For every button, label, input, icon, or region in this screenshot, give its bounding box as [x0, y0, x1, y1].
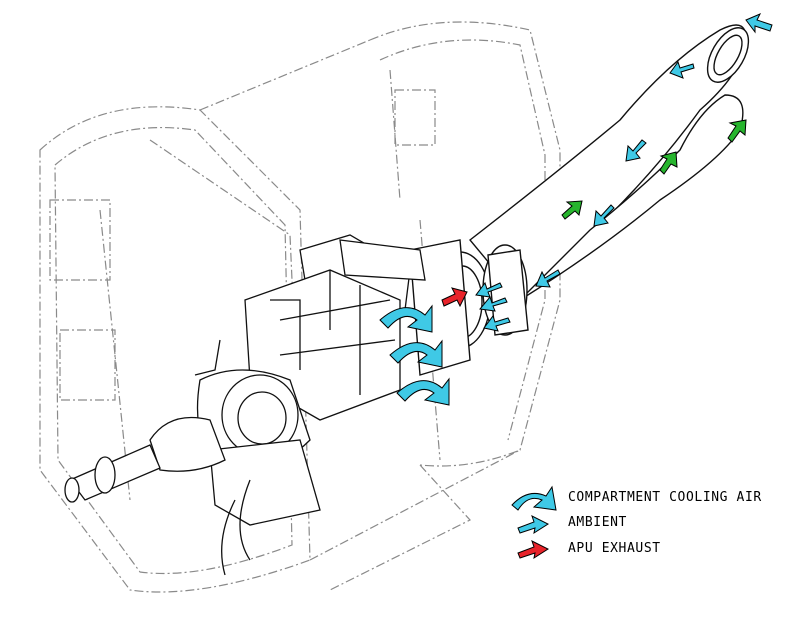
apu-engine: [64, 234, 426, 576]
shaft-coupling: [94, 456, 116, 494]
cooling-air-arrow-3: [396, 377, 450, 406]
access-panel-1: [49, 199, 111, 281]
lower-longeron: [309, 449, 521, 561]
engine-rib-3: [270, 299, 301, 370]
upper-longeron: [199, 39, 371, 111]
legend-cooling-air-icon: [511, 485, 557, 511]
legend: [511, 485, 557, 560]
inflow-arrow-3: [561, 200, 583, 220]
floor-edge: [329, 464, 471, 591]
exhaust-duct: [409, 24, 750, 376]
inflow-arrow-2: [659, 151, 678, 175]
frame-strut-1: [99, 209, 131, 501]
exhaust-arrow: [441, 287, 468, 308]
frame-strut-2: [389, 69, 401, 201]
frame-rail: [279, 299, 396, 356]
access-panel-2: [59, 329, 116, 401]
accessory-pack: [209, 439, 321, 526]
cooling-air-arrow-2: [389, 339, 443, 368]
shaft-end: [64, 477, 80, 503]
ambient-arrow-2: [669, 60, 695, 79]
plumbing-line: [221, 479, 251, 576]
ambient-arrow-1: [745, 13, 773, 34]
bracket-left: [194, 339, 221, 376]
cooling-air-arrow-1: [379, 304, 433, 333]
ambient-arrow-8: [483, 314, 511, 332]
access-panel-3: [394, 89, 436, 146]
inflow-arrow-1: [727, 119, 747, 143]
compressor-inner: [237, 391, 287, 445]
ambient-arrow-6: [475, 281, 503, 298]
forward-frame-inner: [379, 39, 546, 441]
duct-tube: [339, 239, 426, 281]
ambient-arrow-4: [593, 204, 615, 227]
legend-label-ambient: AMBIENT: [568, 515, 627, 530]
eductor-outlet-inner: [713, 34, 743, 76]
rear-bulkhead-frame: [39, 106, 311, 593]
ambient-arrow-3: [625, 139, 647, 162]
rear-bulkhead-inner: [54, 127, 293, 575]
ambient-arrow-7: [479, 295, 508, 312]
legend-exhaust-icon: [517, 540, 550, 560]
legend-label-exhaust: APU EXHAUST: [568, 541, 661, 556]
starter-nose: [149, 416, 226, 472]
inlet-scoop: [409, 239, 471, 376]
legend-ambient-icon: [517, 515, 550, 535]
forward-frame-outer: [369, 21, 561, 467]
ambient-arrow-5: [535, 269, 561, 288]
legend-label-cooling-air: COMPARTMENT COOLING AIR: [568, 490, 762, 505]
flow-arrows: [379, 13, 773, 406]
